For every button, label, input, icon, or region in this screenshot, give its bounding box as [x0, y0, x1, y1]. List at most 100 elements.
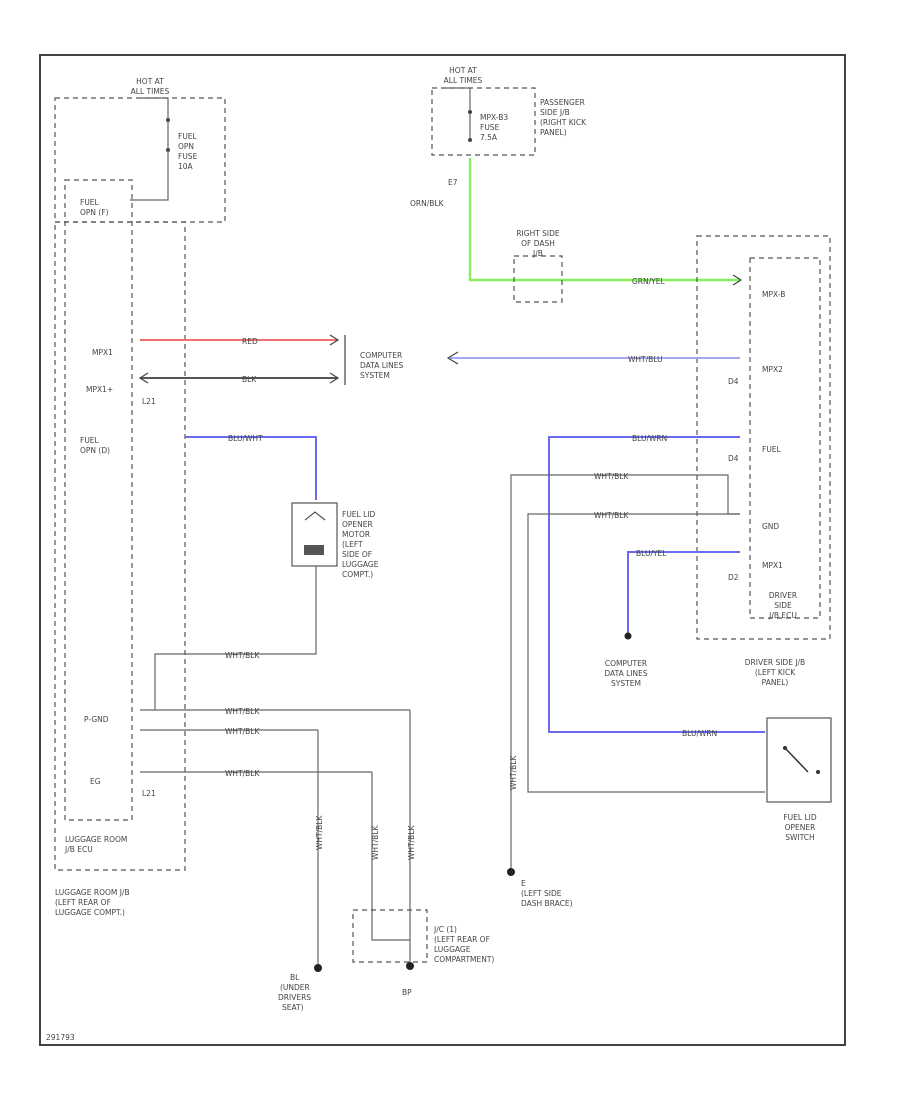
mpx-fuse-line1: MPX-B3 [480, 113, 508, 122]
eg-label: EG [90, 777, 101, 786]
fuel-lid-switch-line1: FUEL LID [783, 813, 816, 822]
passenger-jb-box [431, 87, 536, 156]
blu-yel-wire [627, 551, 740, 633]
hot-right-line1: HOT AT [449, 66, 477, 75]
wht-blk-4-label: WHT/BLK [225, 769, 260, 778]
switch-pivot [783, 746, 787, 750]
grn-yel-label: GRN/YEL [632, 277, 665, 286]
motor-symbol [304, 511, 326, 521]
wht-blk-v2-label: WHT/BLK [371, 825, 380, 860]
jc-line3: LUGGAGE [434, 945, 471, 954]
computer-data-top-line3: SYSTEM [360, 371, 390, 380]
wht-blk-v3-label: WHT/BLK [407, 825, 416, 860]
gnd-seat-line2: (UNDER [280, 983, 310, 992]
fuel-opn-d-line2: OPN (D) [80, 446, 110, 455]
fuel-lid-switch [766, 717, 832, 803]
gnd-dash-line2: (LEFT SIDE [521, 889, 562, 898]
luggage-ecu-line1: LUGGAGE ROOM [65, 835, 127, 844]
right-dash-line1: RIGHT SIDE [516, 229, 560, 238]
blu-wht-label: BLU/WHT [228, 434, 263, 443]
wht-blk-3-label: WHT/BLK [225, 727, 260, 736]
junction-connector-box [352, 909, 428, 963]
fuel-opn-fuse-label2: OPN [178, 142, 194, 151]
mpx2-label: MPX2 [762, 365, 783, 374]
pgnd-label: P-GND [84, 715, 109, 724]
d4-mid-label: D4 [728, 454, 739, 463]
right-dash-line2: OF DASH [521, 239, 555, 248]
fuel-opn-fuse-label1: FUEL [178, 132, 198, 141]
fuel-label: FUEL [762, 445, 782, 454]
hot-left-line2: ALL TIMES [131, 87, 170, 96]
mpx-fuse-line3: 7.5A [480, 133, 498, 142]
fuel-lid-motor-line3: MOTOR [342, 530, 370, 539]
wht-blk-v4-label: WHT/BLK [509, 755, 518, 790]
luggage-ecu-line2: J/B ECU [64, 845, 93, 854]
computer-data-top-line1: COMPUTER [360, 351, 402, 360]
hot-left-line1: HOT AT [136, 77, 164, 86]
mpx1-right-label: MPX1 [762, 561, 783, 570]
hot-right-feed [443, 87, 471, 140]
jc-line4: COMPARTMENT) [434, 955, 494, 964]
wht-blu-label: WHT/BLU [628, 355, 663, 364]
red-wire-arrow [329, 334, 340, 346]
fuel-opn-f-line1: FUEL [80, 198, 100, 207]
computer-data-bottom-line1: COMPUTER [605, 659, 647, 668]
driver-jb-box-line3: J/B ECU [768, 611, 797, 620]
fuel-opn-d-line1: FUEL [80, 436, 100, 445]
mpx-fuse-terminal-bottom [468, 138, 472, 142]
l21-top-label: L21 [142, 397, 156, 406]
diagram-id: 291793 [46, 1033, 75, 1042]
gnd-dash-line3: DASH BRACE) [521, 899, 573, 908]
blu-wrn-wire [548, 436, 765, 733]
luggage-jb-line1: LUGGAGE ROOM J/B [55, 888, 130, 897]
luggage-room-ecu-box [64, 179, 133, 821]
diagram-frame [39, 54, 846, 1046]
wht-blk-2-label: WHT/BLK [225, 707, 260, 716]
fuel-opn-f-line2: OPN (F) [80, 208, 109, 217]
data-lines-terminal-icon [624, 632, 632, 640]
wht-blk-5-label: WHT/BLK [594, 472, 629, 481]
gnd-wire-lower [527, 513, 765, 793]
gnd-dash-line1: E [521, 879, 526, 888]
luggage-jb-line3: LUGGAGE COMPT.) [55, 908, 125, 917]
blu-yel-label: BLU/YEL [636, 549, 667, 558]
orn-blk-label: ORN/BLK [410, 199, 445, 208]
ground-bp-icon [406, 962, 414, 970]
driver-side-ecu-box [749, 257, 821, 619]
ground-seat-icon [314, 964, 322, 972]
mpx1-left-label: MPX1 [92, 348, 113, 357]
computer-data-top-line2: DATA LINES [360, 361, 403, 370]
driver-jb-line3: PANEL) [762, 678, 789, 687]
pin-e7-label: E7 [448, 178, 458, 187]
fuel-lid-motor-line4: (LEFT [342, 540, 363, 549]
fuel-lid-motor-line2: OPENER [342, 520, 373, 529]
computer-data-bottom-line2: DATA LINES [604, 669, 647, 678]
hot-right-line2: ALL TIMES [444, 76, 483, 85]
fuel-lid-switch-line3: SWITCH [785, 833, 814, 842]
gnd-label: GND [762, 522, 779, 531]
fuel-lid-motor-line6: LUGGAGE [342, 560, 379, 569]
driver-jb-box-line2: SIDE [774, 601, 792, 610]
green-wire [468, 158, 740, 282]
passenger-jb-line2: SIDE J/B [540, 108, 570, 117]
fuel-lid-motor-line1: FUEL LID [342, 510, 375, 519]
d4-top-label: D4 [728, 377, 739, 386]
luggage-jb-line2: (LEFT REAR OF [55, 898, 111, 907]
gnd-seat-line1: BL [290, 973, 300, 982]
driver-side-jb-box [696, 235, 831, 640]
jc-line1: J/C (1) [433, 925, 457, 934]
right-dash-jb-box [513, 255, 563, 303]
passenger-jb-line4: PANEL) [540, 128, 567, 137]
black-wire-arrow [329, 372, 340, 384]
switch-contact [784, 747, 809, 773]
fuse-to-ecu [130, 150, 169, 201]
jc-link [371, 912, 410, 941]
ground-dash-icon [507, 868, 515, 876]
right-dash-line3: J/B [532, 249, 543, 258]
driver-jb-line1: DRIVER SIDE J/B [745, 658, 805, 667]
driver-jb-box-line1: DRIVER [769, 591, 797, 600]
passenger-jb-line1: PASSENGER [540, 98, 585, 107]
fuse-terminal-top [166, 118, 170, 122]
red-wire-label: RED [242, 337, 258, 346]
